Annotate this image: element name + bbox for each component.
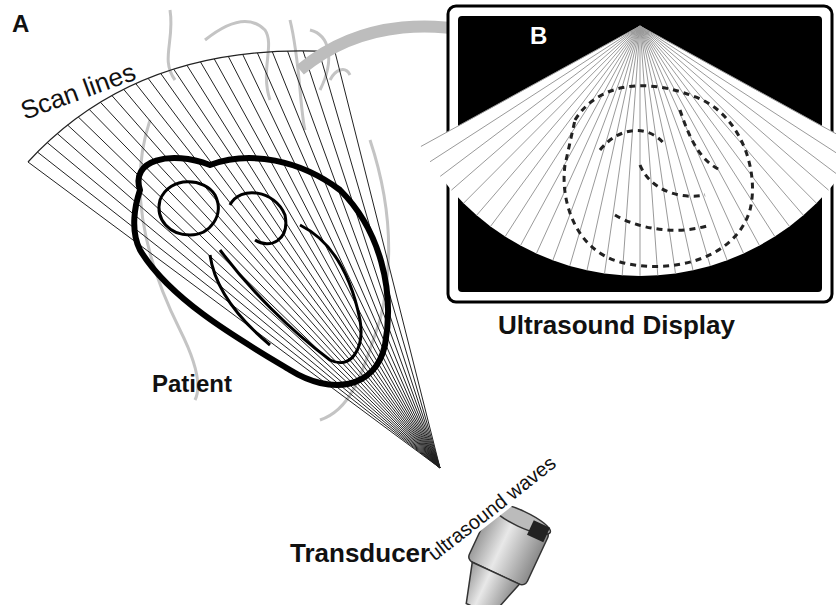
part-label: Transducer: [290, 540, 430, 566]
fan-edge: [28, 51, 335, 162]
heart-outline: [134, 158, 388, 385]
part-label: Scan lines: [17, 58, 139, 123]
part-label: Patient: [152, 372, 232, 396]
part-label: Ultrasound Display: [498, 312, 735, 338]
great-vessels: [140, 10, 389, 420]
echo-image: [564, 86, 752, 267]
scan-lines: [28, 51, 440, 468]
panel-letter: A: [12, 12, 29, 36]
panel-letter: B: [530, 24, 547, 48]
ultrasound-monitor: [421, 6, 836, 302]
